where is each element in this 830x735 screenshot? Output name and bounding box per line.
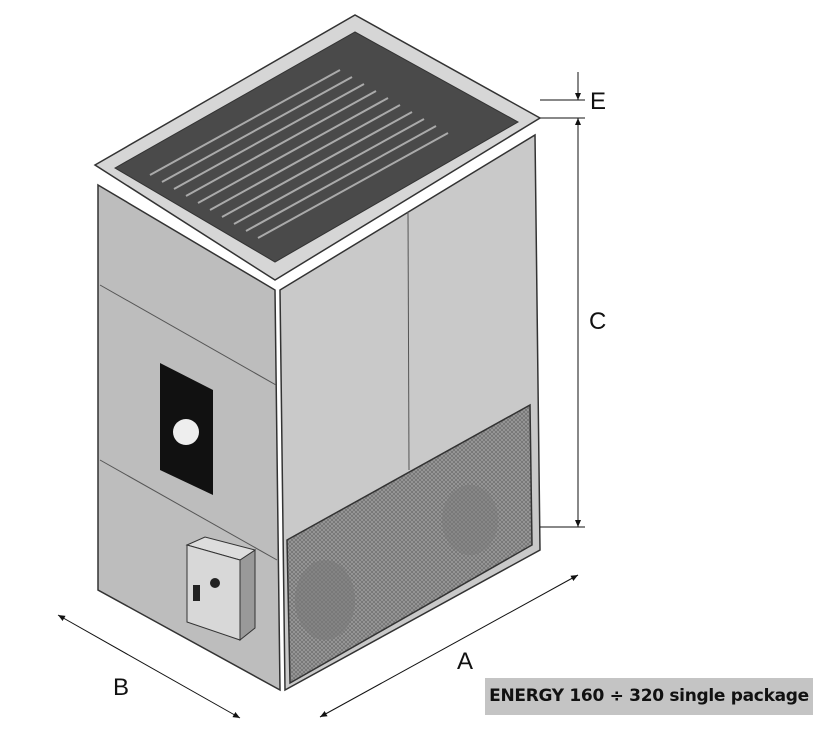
fan-motor — [295, 560, 355, 640]
dimension-a-line — [319, 574, 579, 718]
door-seam — [407, 211, 410, 471]
top-opening — [113, 31, 520, 263]
model-caption: ENERGY 160 ÷ 320 single package — [485, 678, 813, 715]
dimension-e-label: E — [590, 88, 607, 115]
panel-seam — [99, 459, 278, 561]
knob-icon[interactable] — [210, 578, 220, 588]
control-box-side — [239, 549, 256, 642]
switch-icon[interactable] — [193, 585, 200, 601]
panel-seam — [99, 284, 277, 386]
burner-hole — [173, 419, 199, 445]
dimension-b-line — [57, 614, 241, 719]
fan-wheel — [442, 485, 498, 555]
heat-exchanger-tubes — [149, 69, 449, 239]
dimension-c-label: C — [589, 308, 607, 335]
dimension-a-label: A — [457, 648, 474, 675]
dimension-b-label: B — [113, 674, 130, 701]
